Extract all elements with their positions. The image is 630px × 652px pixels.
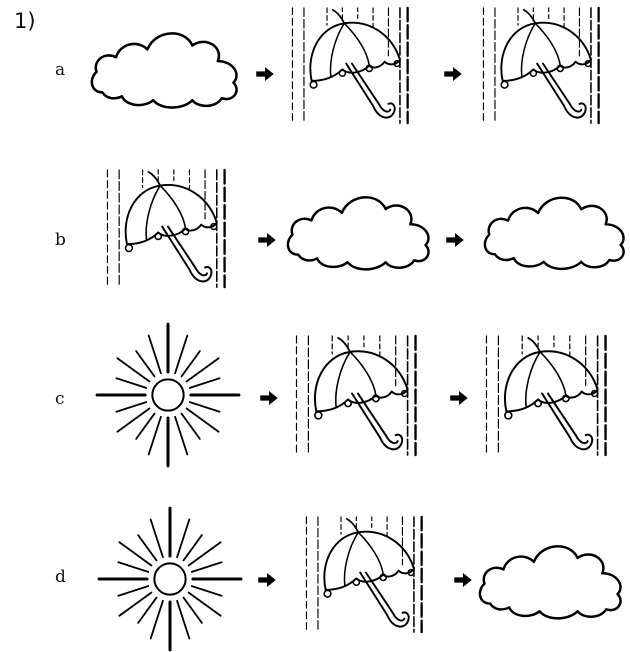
arrow-right-icon — [444, 67, 462, 81]
umbrella-rain-icon — [482, 6, 600, 125]
cloud-icon — [286, 196, 430, 271]
row-label-c: c — [55, 389, 65, 409]
arrow-right-icon — [258, 573, 276, 587]
umbrella-rain-icon — [305, 515, 423, 634]
umbrella-rain-icon — [106, 168, 226, 289]
umbrella-rain-icon — [485, 334, 607, 457]
cloud-icon — [478, 545, 622, 620]
umbrella-rain-icon — [295, 334, 417, 457]
row-label-a: a — [55, 60, 66, 80]
question-number: 1) — [14, 9, 36, 33]
sun-icon — [97, 506, 243, 652]
row-label-d: d — [55, 567, 66, 587]
arrow-right-icon — [256, 67, 274, 81]
row-label-b: b — [55, 230, 66, 250]
arrow-right-icon — [258, 233, 276, 247]
arrow-right-icon — [450, 391, 468, 405]
cloud-icon — [90, 32, 238, 109]
umbrella-rain-icon — [291, 6, 409, 125]
arrow-right-icon — [446, 233, 464, 247]
cloud-icon — [483, 196, 625, 271]
sun-icon — [95, 322, 241, 468]
arrow-right-icon — [454, 573, 472, 587]
arrow-right-icon — [260, 391, 278, 405]
